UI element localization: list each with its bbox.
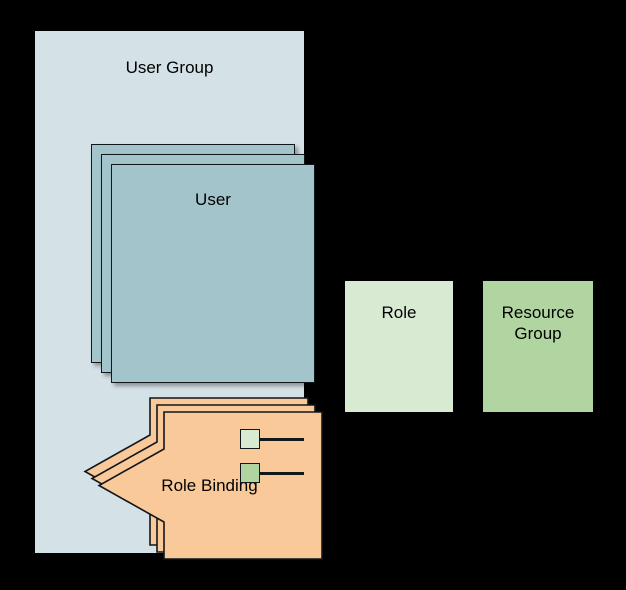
role-connector-line [260, 438, 304, 441]
resource-group-label: Resource Group [501, 303, 575, 343]
role-binding-stack[interactable]: Role Binding [83, 397, 325, 562]
resource-group-box[interactable]: Resource Group [483, 281, 593, 412]
user-card-stack[interactable]: User [91, 144, 315, 383]
role-binding-label: Role Binding [161, 475, 258, 495]
role-binding-arrow-front[interactable] [97, 411, 323, 560]
role-label: Role [381, 303, 417, 322]
role-box[interactable]: Role [345, 281, 453, 412]
role-swatch[interactable] [240, 429, 260, 449]
resource-group-swatch[interactable] [240, 463, 260, 483]
resource-group-connector-line [260, 472, 304, 475]
user-card-front[interactable] [111, 164, 315, 383]
user-group-label: User Group [125, 58, 214, 77]
user-group-container[interactable]: User Group User [35, 31, 323, 560]
user-label: User [195, 190, 231, 209]
